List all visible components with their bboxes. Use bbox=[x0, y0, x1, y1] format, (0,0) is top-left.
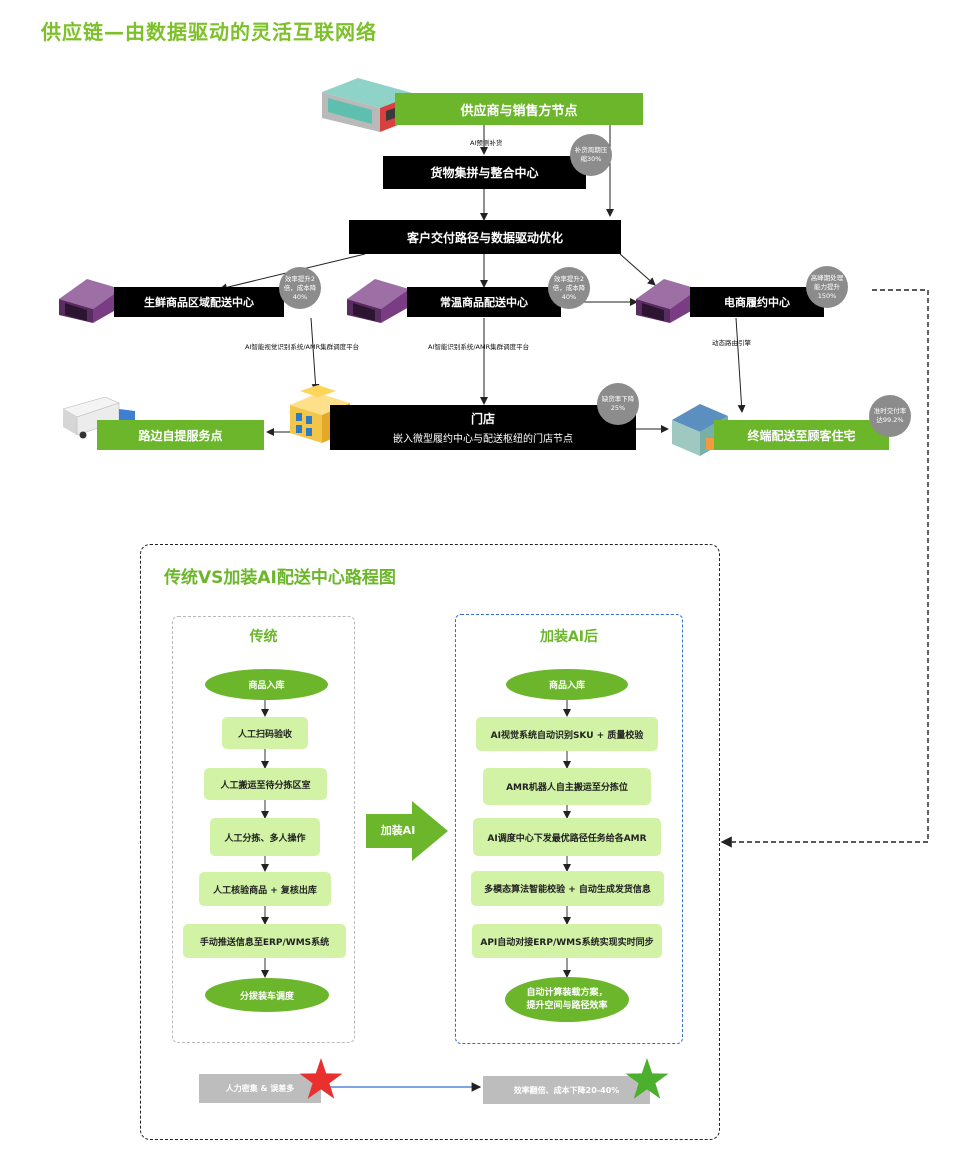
ai-step-2: AI视觉系统自动识别SKU + 质量校验 bbox=[476, 717, 658, 751]
ambient-note: AI智能识别系统/AMR集群调度平台 bbox=[428, 343, 530, 351]
store-subtitle: 嵌入微型履约中心与配送枢纽的门店节点 bbox=[393, 434, 573, 445]
trad-step-4: 人工分拣、多人操作 bbox=[210, 818, 320, 856]
ambient-bubble: 效率提升2倍，成本降40% bbox=[548, 267, 590, 309]
trad-step-5: 人工核验商品 + 复核出库 bbox=[199, 872, 331, 906]
trad-step-6: 手动推送信息至ERP/WMS系统 bbox=[183, 924, 346, 958]
stockout-bubble: 缺货率下降25% bbox=[597, 383, 639, 425]
outcome-traditional: 人力密集 & 误差多 bbox=[199, 1074, 321, 1103]
pickup-label: 路边自提服务点 bbox=[138, 428, 223, 443]
traditional-column bbox=[172, 616, 355, 1043]
ai-step-4: AI调度中心下发最优路径任务给各AMR bbox=[473, 818, 661, 856]
ambient-dc-label: 常温商品配送中心 bbox=[440, 296, 528, 309]
arrow-opt-ecom bbox=[619, 253, 656, 286]
ambient-dc-node: 常温商品配送中心 bbox=[407, 287, 561, 317]
last-mile-node: 终端配送至顾客住宅 bbox=[714, 420, 889, 450]
arrow-ecom-lastmile bbox=[735, 317, 746, 413]
ontime-bubble: 准时交付率达99.2% bbox=[869, 395, 911, 437]
store-title: 门店 bbox=[470, 412, 495, 426]
arrow-fresh-store bbox=[310, 317, 320, 392]
trad-step-1: 商品入库 bbox=[205, 669, 328, 700]
supplier-node: 供应商与销售方节点 bbox=[395, 93, 643, 125]
fresh-dc-node: 生鲜商品区域配送中心 bbox=[114, 287, 284, 317]
fresh-note: AI智能视觉识别系统/AMR集群调度平台 bbox=[245, 343, 360, 351]
ai-step-6: API自动对接ERP/WMS系统实现实时同步 bbox=[472, 924, 662, 958]
consolidation-label: 货物集拼与整合中心 bbox=[430, 166, 539, 180]
ai-step-3: AMR机器人自主搬运至分拣位 bbox=[483, 768, 651, 805]
ai-heading: 加装AI后 bbox=[539, 629, 599, 645]
ai-forecast-note: AI预测补货 bbox=[470, 139, 503, 147]
ecom-warehouse-icon bbox=[636, 279, 698, 323]
trad-step-2: 人工扫码验收 bbox=[222, 717, 308, 749]
cycle-bubble: 补货周期压缩30% bbox=[570, 134, 612, 176]
fresh-bubble: 效率提升2倍，成本降40% bbox=[279, 267, 321, 309]
supplier-label: 供应商与销售方节点 bbox=[460, 103, 578, 119]
ambient-warehouse-icon bbox=[347, 279, 409, 323]
dashed-link-ecom-roadmap bbox=[720, 289, 929, 848]
ecom-fc-node: 电商履约中心 bbox=[690, 287, 824, 317]
pickup-node: 路边自提服务点 bbox=[97, 420, 264, 450]
traditional-heading: 传统 bbox=[249, 629, 278, 645]
outcome-ai: 效率翻倍、成本下降20-40% bbox=[483, 1076, 650, 1104]
ecom-fc-label: 电商履约中心 bbox=[724, 296, 790, 309]
optimization-node: 客户交付路径与数据驱动优化 bbox=[349, 220, 621, 254]
trad-step-3: 人工搬运至待分拣区室 bbox=[204, 768, 327, 800]
page-title: 供应链—由数据驱动的灵活互联网络 bbox=[41, 20, 377, 44]
ai-column bbox=[455, 614, 683, 1044]
last-mile-label: 终端配送至顾客住宅 bbox=[747, 428, 856, 443]
store-node: 门店 嵌入微型履约中心与配送枢纽的门店节点 bbox=[330, 405, 636, 450]
upgrade-arrow-icon bbox=[366, 801, 448, 861]
consolidation-node: 货物集拼与整合中心 bbox=[383, 156, 586, 189]
ecom-bubble: 高峰期处理能力提升150% bbox=[806, 266, 848, 308]
ai-step-1: 商品入库 bbox=[506, 669, 628, 700]
trad-step-7: 分拨装车调度 bbox=[205, 978, 329, 1012]
roadmap-title: 传统VS加装AI配送中心路程图 bbox=[164, 568, 396, 588]
red-star-icon bbox=[299, 1058, 343, 1099]
fresh-dc-label: 生鲜商品区域配送中心 bbox=[144, 296, 254, 309]
upgrade-arrow-label: 加装AI bbox=[380, 824, 416, 837]
green-star-icon bbox=[625, 1058, 669, 1099]
ai-step-7: 自动计算装载方案，提升空间与路径效率 bbox=[505, 977, 629, 1022]
ecom-note: 动态路由引擎 bbox=[712, 339, 751, 347]
ai-step-5: 多模态算法智能校验 + 自动生成发货信息 bbox=[471, 871, 664, 906]
optimization-label: 客户交付路径与数据驱动优化 bbox=[406, 230, 563, 245]
roadmap-panel bbox=[140, 544, 720, 1140]
